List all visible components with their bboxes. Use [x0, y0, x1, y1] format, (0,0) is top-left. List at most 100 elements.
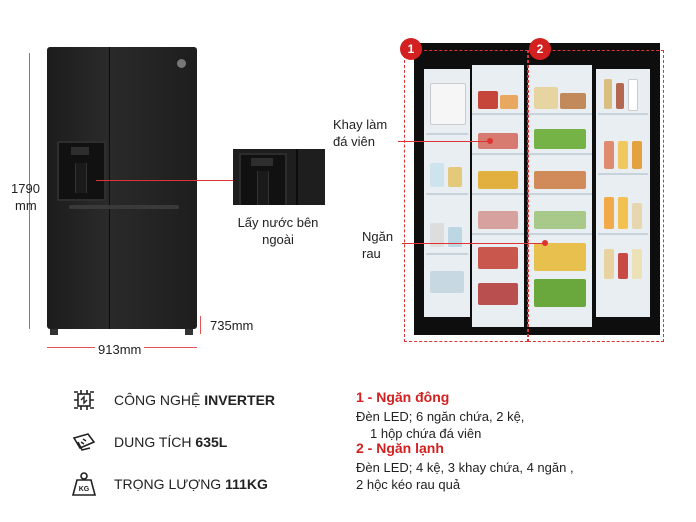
food-item: [604, 141, 614, 169]
food-item: [618, 141, 628, 169]
food-item: [534, 129, 586, 149]
weight-kg-icon: KG: [71, 472, 97, 496]
freezer-description: Đèn LED; 6 ngăn chứa, 2 kệ, 1 hộp chứa đ…: [356, 408, 524, 442]
feature-value: 111KG: [225, 476, 268, 492]
freezer-shelf: [472, 233, 524, 235]
freezer-shelf: [472, 193, 524, 195]
food-item: [430, 163, 444, 187]
food-item: [430, 223, 444, 247]
zoom-dispenser-controls: [251, 158, 273, 166]
fridge-shelf: [528, 113, 592, 115]
food-item: [478, 211, 518, 229]
dispenser-callout-line: [96, 180, 233, 181]
food-item: [604, 197, 614, 229]
fridge-title: 2 - Ngăn lạnh: [356, 440, 444, 456]
food-item: [500, 95, 518, 109]
fridge-shelf: [528, 193, 592, 195]
freezer-shelf: [472, 113, 524, 115]
feature-label: DUNG TÍCH: [114, 434, 196, 450]
zoom-dispenser: [239, 153, 287, 205]
zoom-dispenser-paddle: [257, 171, 269, 205]
fridge-open-image: [414, 43, 660, 335]
door-bin: [426, 133, 468, 135]
feature-inverter-text: CÔNG NGHỆ INVERTER: [114, 392, 275, 408]
veg-drawer-callout-dot: [542, 240, 548, 246]
food-item: [604, 249, 614, 279]
dispenser-caption: Lấy nước bên ngoài: [237, 215, 319, 247]
food-item: [632, 203, 642, 229]
food-item: [534, 171, 586, 189]
dispenser-controls: [71, 147, 89, 155]
door-bin: [598, 173, 648, 175]
food-item: [448, 167, 462, 187]
height-dimension-label: 1790 mm: [11, 180, 40, 214]
food-item: [560, 93, 586, 109]
freezer-shelf: [472, 153, 524, 155]
fridge-badge: 2: [529, 38, 551, 60]
depth-dimension-label: 735mm: [210, 318, 254, 333]
ice-tray-caption: Khay làm đá viên: [333, 117, 388, 149]
food-item: [632, 249, 642, 279]
food-item: [430, 271, 464, 293]
feature-value: 635L: [195, 434, 228, 450]
freezer-line: Đèn LED; 6 ngăn chứa, 2 kệ,: [356, 409, 525, 424]
food-item: [618, 197, 628, 229]
fridge-shelf: [528, 233, 592, 235]
door-bin: [598, 113, 648, 115]
food-item: [478, 133, 518, 149]
fridge-highlight-box: [528, 50, 664, 342]
food-item: [448, 227, 462, 247]
height-dimension-line: [29, 53, 30, 329]
freezer-title: 1 - Ngăn đông: [356, 389, 450, 405]
zoom-door-seam: [296, 149, 298, 205]
food-item: [478, 171, 518, 189]
feature-capacity: DUNG TÍCH 635L: [70, 428, 330, 456]
fridge-description: Đèn LED; 4 kệ, 3 khay chứa, 4 ngăn , 2 h…: [356, 459, 574, 493]
door-seam: [109, 47, 110, 329]
freezer-line: 1 hộp chứa đá viên: [370, 426, 482, 441]
width-dimension-label: 913mm: [95, 342, 145, 357]
fridge-shelf: [528, 153, 592, 155]
food-item: [628, 79, 638, 111]
food-item: [632, 141, 642, 169]
brand-logo-icon: [177, 59, 186, 68]
food-item: [478, 91, 498, 109]
feature-value: INVERTER: [204, 392, 276, 408]
ice-tray-callout-line: [398, 141, 490, 142]
height-value: 1790: [11, 181, 40, 196]
fridge-foot-left: [50, 329, 58, 335]
capacity-icon: [72, 433, 96, 451]
fridge-foot-right: [185, 329, 193, 335]
door-bin: [426, 253, 468, 255]
feature-weight: KG TRỌNG LƯỢNG 111KG: [70, 470, 330, 498]
door-ice-maker: [430, 83, 466, 125]
dispenser-zoom-image: [233, 149, 325, 205]
door-handle: [69, 205, 179, 209]
ice-tray-callout-dot: [487, 138, 493, 144]
dispenser-paddle: [75, 163, 87, 193]
veg-drawer-caption: Ngăn rau: [362, 229, 394, 261]
food-item: [478, 247, 518, 269]
food-item: [604, 79, 612, 109]
depth-dimension-line: [200, 316, 201, 334]
freezer-badge: 1: [400, 38, 422, 60]
fridge-line: Đèn LED; 4 kệ, 3 khay chứa, 4 ngăn ,: [356, 460, 574, 475]
food-item: [534, 211, 586, 229]
food-item: [534, 87, 558, 109]
food-item: [616, 83, 624, 109]
fridge-front-image: [47, 47, 197, 329]
fridge-line: 2 hộc kéo rau quả: [356, 477, 461, 492]
food-item: [478, 283, 518, 305]
food-item: [534, 279, 586, 307]
svg-text:KG: KG: [79, 486, 90, 493]
veg-drawer-callout-line: [402, 243, 545, 244]
food-item: [618, 253, 628, 279]
feature-label: CÔNG NGHỆ: [114, 392, 205, 408]
inverter-chip-icon: [74, 390, 94, 410]
feature-inverter: CÔNG NGHỆ INVERTER: [70, 386, 330, 414]
freezer-highlight-box: [404, 50, 528, 342]
water-dispenser: [57, 141, 106, 201]
food-item: [534, 243, 586, 271]
feature-weight-text: TRỌNG LƯỢNG 111KG: [114, 476, 268, 492]
door-bin: [598, 233, 648, 235]
